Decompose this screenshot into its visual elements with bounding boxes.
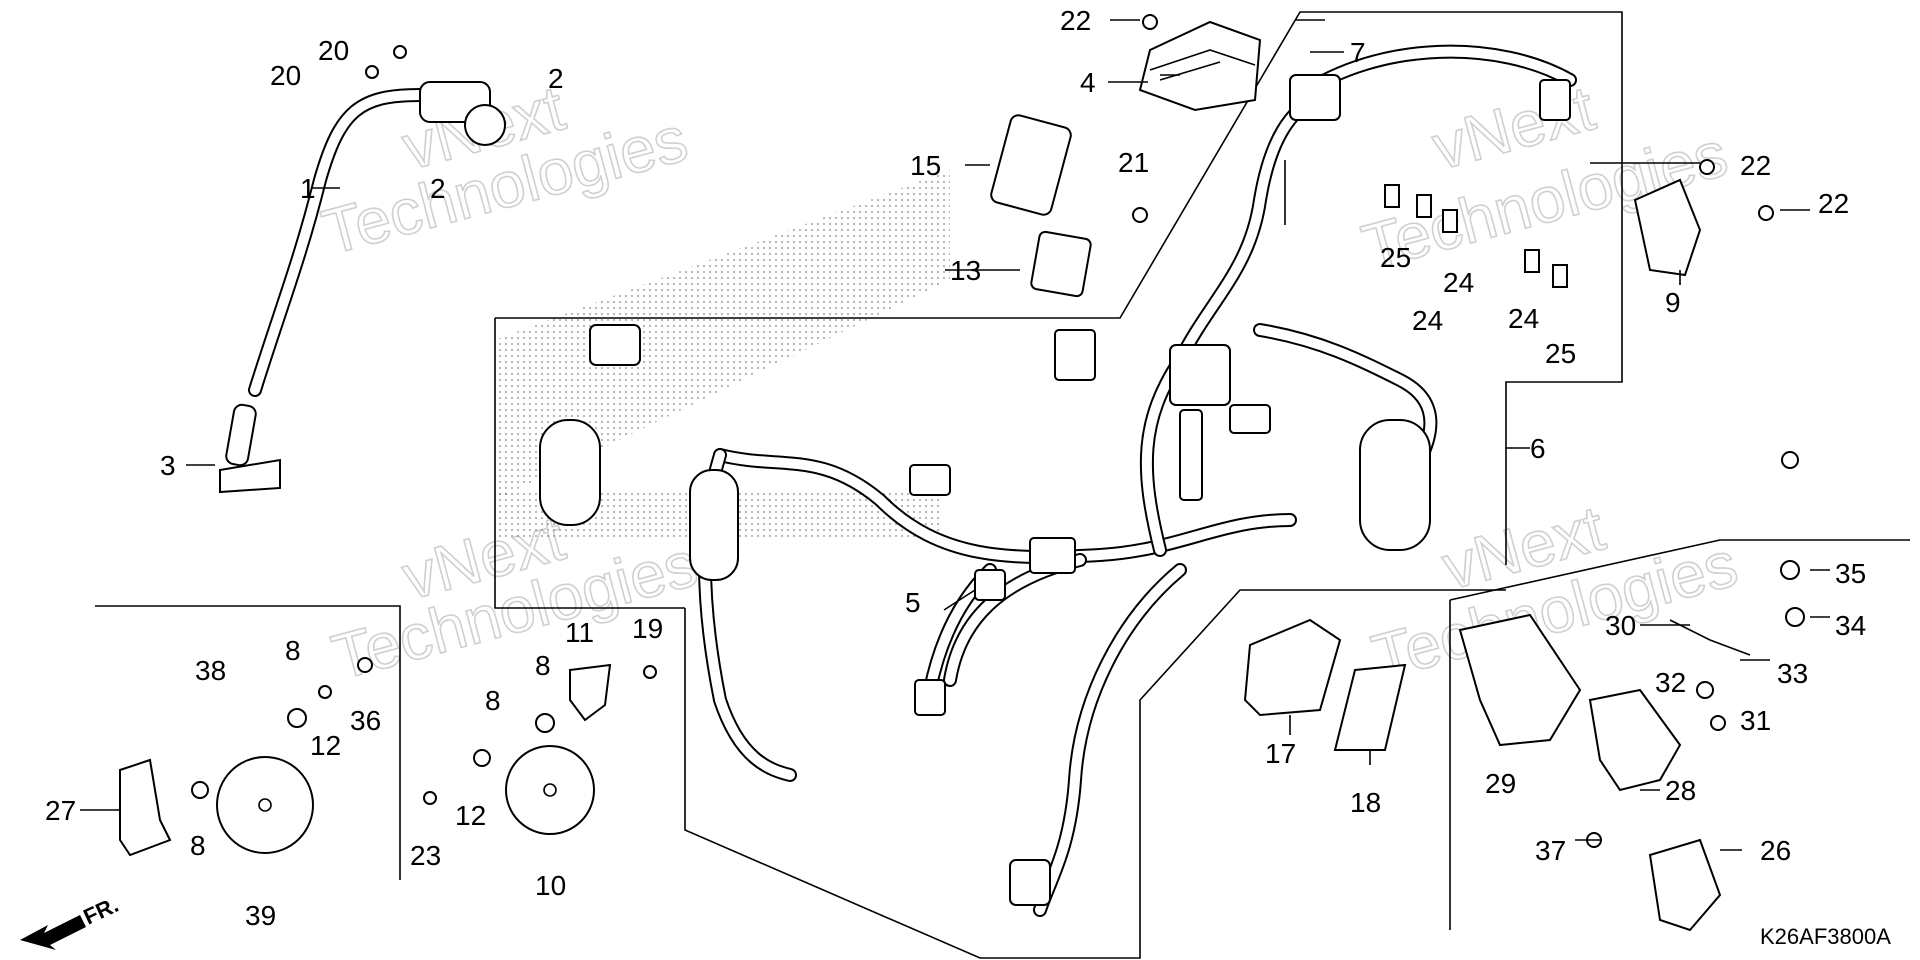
callout-18: 18: [1350, 787, 1381, 818]
callout-20: 20: [270, 60, 301, 91]
callout-39: 39: [245, 900, 276, 931]
callout-33: 33: [1777, 658, 1808, 689]
callout-34: 34: [1835, 610, 1866, 641]
callout-24: 24: [1412, 305, 1443, 336]
callout-37: 37: [1535, 835, 1566, 866]
horn-left: [119, 756, 314, 857]
callout-35: 35: [1835, 558, 1866, 589]
fuse-box-cover: [1138, 20, 1262, 112]
callout-8: 8: [190, 830, 206, 861]
callout-36: 36: [350, 705, 381, 736]
diagram-code: K26AF3800A: [1760, 924, 1891, 949]
callout-labels: 1 2 2 3 4 5 6 7 8 8 8 8 9 10 11 12 12 13…: [45, 5, 1866, 931]
callout-4: 4: [1080, 67, 1096, 98]
holder-18: [1333, 663, 1407, 751]
left-coil: [539, 324, 739, 581]
leader-lines: [80, 19, 1830, 851]
callout-10: 10: [535, 870, 566, 901]
connectors: [909, 74, 1571, 906]
callout-20: 20: [318, 35, 349, 66]
dotted-shading: [495, 170, 950, 500]
condenser: [1359, 419, 1431, 551]
callout-38: 38: [195, 655, 226, 686]
callout-27: 27: [45, 795, 76, 826]
callout-17: 17: [1265, 738, 1296, 769]
main-wire-harness: [698, 44, 1577, 917]
callout-24: 24: [1443, 267, 1474, 298]
callout-22: 22: [1818, 188, 1849, 219]
callout-28: 28: [1665, 775, 1696, 806]
relay-15: [990, 114, 1072, 216]
callout-25: 25: [1545, 338, 1576, 369]
callout-8: 8: [535, 650, 551, 681]
callout-22: 22: [1060, 5, 1091, 36]
callout-2: 2: [430, 173, 446, 204]
callout-13: 13: [950, 255, 981, 286]
bracket-9: [1633, 178, 1702, 277]
relay-13: [1030, 230, 1092, 298]
callout-15: 15: [910, 150, 941, 181]
callout-6: 6: [1530, 433, 1546, 464]
callout-1: 1: [300, 173, 316, 204]
callout-30: 30: [1605, 610, 1636, 641]
group-frames: [95, 11, 1910, 959]
ignition-coil-assembly: [219, 81, 506, 494]
fasteners: [191, 14, 1805, 848]
callout-7: 7: [1350, 37, 1366, 68]
callout-29: 29: [1485, 768, 1516, 799]
callout-26: 26: [1760, 835, 1791, 866]
callout-32: 32: [1655, 667, 1686, 698]
right-lower-parts: [1458, 613, 1751, 932]
horn-right: [505, 663, 612, 835]
arrow-icon: [20, 915, 86, 950]
fuses: [1384, 184, 1568, 288]
control-unit-17: [1243, 618, 1342, 717]
callout-24: 24: [1508, 303, 1539, 334]
callout-12: 12: [310, 730, 341, 761]
callout-21: 21: [1118, 147, 1149, 178]
callout-5: 5: [905, 587, 921, 618]
callout-12: 12: [455, 800, 486, 831]
callout-31: 31: [1740, 705, 1771, 736]
callout-2: 2: [548, 63, 564, 94]
callout-22: 22: [1740, 150, 1771, 181]
front-direction-indicator: FR.: [20, 892, 122, 950]
callout-19: 19: [632, 613, 663, 644]
callout-8: 8: [285, 635, 301, 666]
callout-11: 11: [565, 617, 594, 648]
direction-label: FR.: [80, 892, 123, 930]
callout-9: 9: [1665, 287, 1681, 318]
callout-8: 8: [485, 685, 501, 716]
callout-3: 3: [160, 450, 176, 481]
callout-23: 23: [410, 840, 441, 871]
callout-25: 25: [1380, 242, 1411, 273]
